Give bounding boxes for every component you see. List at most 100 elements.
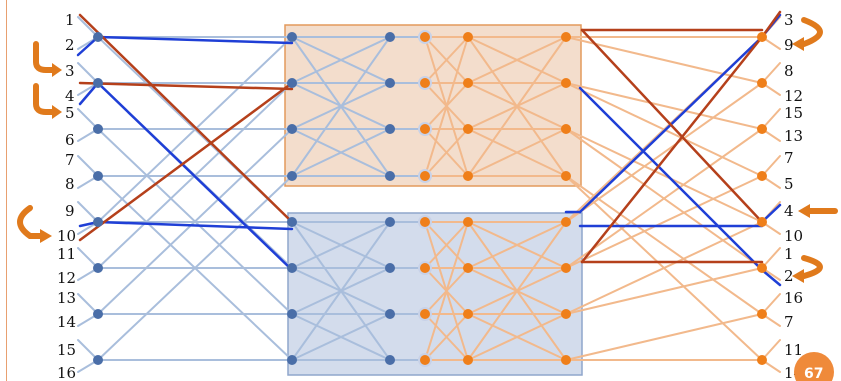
- wire: [565, 221, 763, 315]
- wire: [291, 221, 391, 269]
- node: [93, 355, 103, 365]
- node: [463, 78, 473, 88]
- node: [385, 171, 395, 181]
- right-label: 15: [784, 104, 803, 122]
- right-label: 2: [784, 267, 794, 285]
- node: [385, 355, 395, 365]
- node: [287, 171, 297, 181]
- node: [385, 32, 395, 42]
- left-label: 4: [65, 87, 75, 105]
- curved-arrow-icon: [792, 17, 823, 51]
- node: [757, 309, 767, 319]
- node: [420, 309, 430, 319]
- node: [463, 32, 473, 42]
- highlight-route: [78, 13, 294, 224]
- right-label: 16: [784, 289, 803, 307]
- node: [561, 171, 571, 181]
- node: [420, 124, 430, 134]
- page-number: 67: [804, 366, 823, 381]
- wire: [291, 36, 391, 177]
- node: [420, 217, 430, 227]
- node: [93, 217, 103, 227]
- left-label: 6: [65, 131, 75, 149]
- node: [287, 355, 297, 365]
- curved-arrow-icon: [17, 205, 52, 243]
- wire: [565, 82, 763, 223]
- node: [561, 124, 571, 134]
- wire: [565, 175, 763, 269]
- node: [420, 263, 430, 273]
- right-label: 11: [784, 341, 803, 359]
- right-label: 13: [784, 127, 803, 145]
- highlight-route: [760, 10, 782, 39]
- wire: [424, 128, 469, 177]
- node: [757, 78, 767, 88]
- left-label: 3: [65, 62, 75, 80]
- highlight-route: [760, 268, 782, 287]
- right-label: 7: [784, 313, 794, 331]
- page-number-badge: 67: [794, 352, 834, 381]
- wire: [291, 128, 391, 177]
- left-label: 7: [65, 151, 75, 169]
- right-label: 7: [784, 149, 794, 167]
- node: [93, 171, 103, 181]
- wire: [467, 221, 567, 269]
- node: [463, 263, 473, 273]
- node: [463, 217, 473, 227]
- node: [420, 78, 430, 88]
- highlight-route: [78, 81, 294, 91]
- left-label: 16: [57, 364, 76, 381]
- node: [757, 32, 767, 42]
- left-label: 1: [65, 11, 75, 29]
- node: [93, 309, 103, 319]
- left-label: 9: [65, 202, 75, 220]
- left-label: 13: [57, 289, 76, 307]
- node: [420, 171, 430, 181]
- right-label: 12: [784, 87, 803, 105]
- node: [287, 263, 297, 273]
- wire: [467, 36, 567, 177]
- highlight-route: [578, 86, 764, 272]
- wire: [467, 128, 567, 177]
- node: [287, 309, 297, 319]
- wire: [565, 267, 763, 315]
- left-label: 14: [57, 313, 76, 331]
- left-label: 2: [65, 36, 75, 54]
- node: [385, 217, 395, 227]
- node: [420, 355, 430, 365]
- highlight-route: [580, 35, 764, 264]
- node: [385, 78, 395, 88]
- wire: [291, 36, 391, 84]
- wire: [97, 128, 293, 315]
- right-label: 10: [784, 227, 803, 245]
- node: [463, 309, 473, 319]
- wire: [291, 221, 391, 361]
- right-label: 4: [784, 202, 794, 220]
- wire: [565, 128, 763, 269]
- right-label: 3: [784, 11, 794, 29]
- node: [463, 355, 473, 365]
- node: [561, 309, 571, 319]
- highlight-route: [96, 220, 294, 231]
- node: [561, 217, 571, 227]
- node: [385, 124, 395, 134]
- node: [93, 32, 103, 42]
- right-label: 1: [784, 245, 794, 263]
- wire: [565, 36, 763, 84]
- right-label: 8: [784, 62, 794, 80]
- curved-arrow-icon: [33, 83, 62, 119]
- node: [93, 78, 103, 88]
- left-label: 11: [57, 245, 76, 263]
- node: [757, 217, 767, 227]
- wire: [424, 221, 469, 269]
- node: [93, 124, 103, 134]
- node: [385, 309, 395, 319]
- left-label: 12: [57, 269, 76, 287]
- right-label: 9: [784, 36, 794, 54]
- wire: [565, 128, 763, 223]
- wire: [467, 36, 567, 84]
- wire: [565, 82, 763, 130]
